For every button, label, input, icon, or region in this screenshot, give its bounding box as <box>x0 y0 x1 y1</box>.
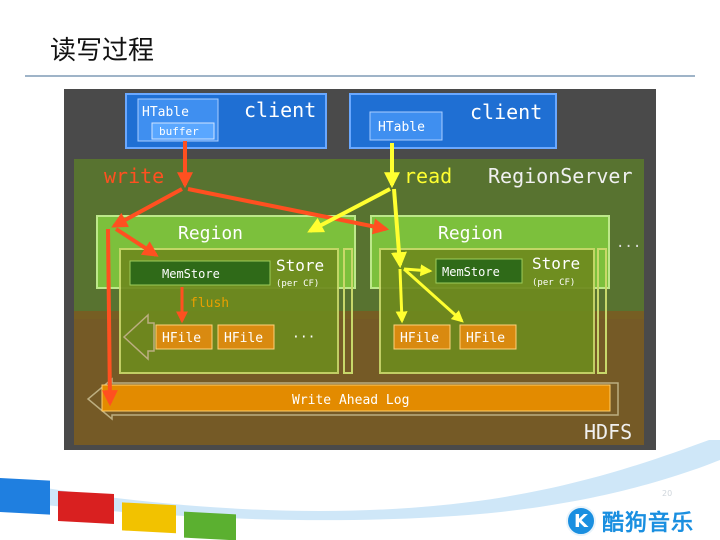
wal-box <box>101 384 611 412</box>
hfile-right-1-label: HFile <box>400 331 439 346</box>
read-arrow-to-hfile-2 <box>402 267 464 323</box>
read-arrow-to-memstore <box>403 264 433 277</box>
store-left-percf: (per CF) <box>276 279 319 289</box>
footer-swoosh-white <box>0 460 720 540</box>
store-left-label: Store <box>276 256 324 275</box>
memstore-right-box <box>435 258 523 284</box>
buffer-label: buffer <box>159 125 199 138</box>
hdfs-label: HDFS <box>584 420 632 444</box>
footer-decoration <box>0 440 720 540</box>
kugou-k-icon: K <box>566 506 596 536</box>
more-regions: ··· <box>616 239 641 255</box>
memstore-right-label: MemStore <box>442 265 500 279</box>
read-label: read <box>404 164 452 188</box>
region-right-label: Region <box>438 223 503 244</box>
footer-bar-blue <box>0 478 50 515</box>
hbase-read-write-diagram: HTable buffer client HTable client Regio… <box>64 89 656 450</box>
read-arrow-to-left-region <box>307 187 391 233</box>
footer-bar-red <box>58 491 114 524</box>
wal-label: Write Ahead Log <box>292 393 409 408</box>
htable-right-label: HTable <box>378 120 425 135</box>
memstore-left-box <box>129 260 271 286</box>
footer-bar-yellow <box>122 502 176 534</box>
write-arrow-to-memstore <box>114 227 159 257</box>
hfile-flow-outline <box>122 313 155 361</box>
hfile-left-2 <box>217 324 275 350</box>
kugou-logo: K 酷狗音乐 <box>566 504 694 538</box>
wal-outline <box>86 377 619 421</box>
flush-label: flush <box>190 296 229 311</box>
footer-bar-green <box>184 511 236 540</box>
htable-left-label: HTable <box>142 105 189 120</box>
hfile-left-2-label: HFile <box>224 331 263 346</box>
read-arrow-to-hfile-1 <box>395 268 408 324</box>
client-right-label: client <box>470 100 542 124</box>
region-right-edge <box>597 248 607 374</box>
memstore-left-label: MemStore <box>162 267 220 281</box>
region-left-edge <box>343 248 353 374</box>
client-left-label: client <box>244 98 316 122</box>
store-right-percf: (per CF) <box>532 278 575 288</box>
write-arrow-to-wal <box>101 228 118 407</box>
hfile-right-1 <box>393 324 451 350</box>
write-arrow-to-left-region <box>111 187 183 228</box>
kugou-logo-text: 酷狗音乐 <box>602 511 695 536</box>
hfile-left-1 <box>155 324 213 350</box>
slide-title: 读写过程 <box>50 36 155 66</box>
diagram-canvas: HTable buffer client HTable client Regio… <box>74 93 644 445</box>
hfile-left-1-label: HFile <box>162 331 201 346</box>
store-right-label: Store <box>532 254 580 273</box>
htable-right-box <box>369 111 443 141</box>
region-left-label: Region <box>178 223 243 244</box>
hfile-left-more: ··· <box>292 330 315 345</box>
write-arrow-to-right-region <box>187 187 390 235</box>
read-arrow-to-right-region <box>391 188 407 269</box>
title-divider <box>25 75 695 77</box>
buffer-box <box>151 122 215 140</box>
hfile-right-2-label: HFile <box>466 331 505 346</box>
regionserver-label: RegionServer <box>488 164 633 188</box>
hfile-right-2 <box>459 324 517 350</box>
page-number: 20 <box>662 489 673 498</box>
write-label: write <box>104 164 164 188</box>
footer-swoosh-blue <box>0 440 720 528</box>
